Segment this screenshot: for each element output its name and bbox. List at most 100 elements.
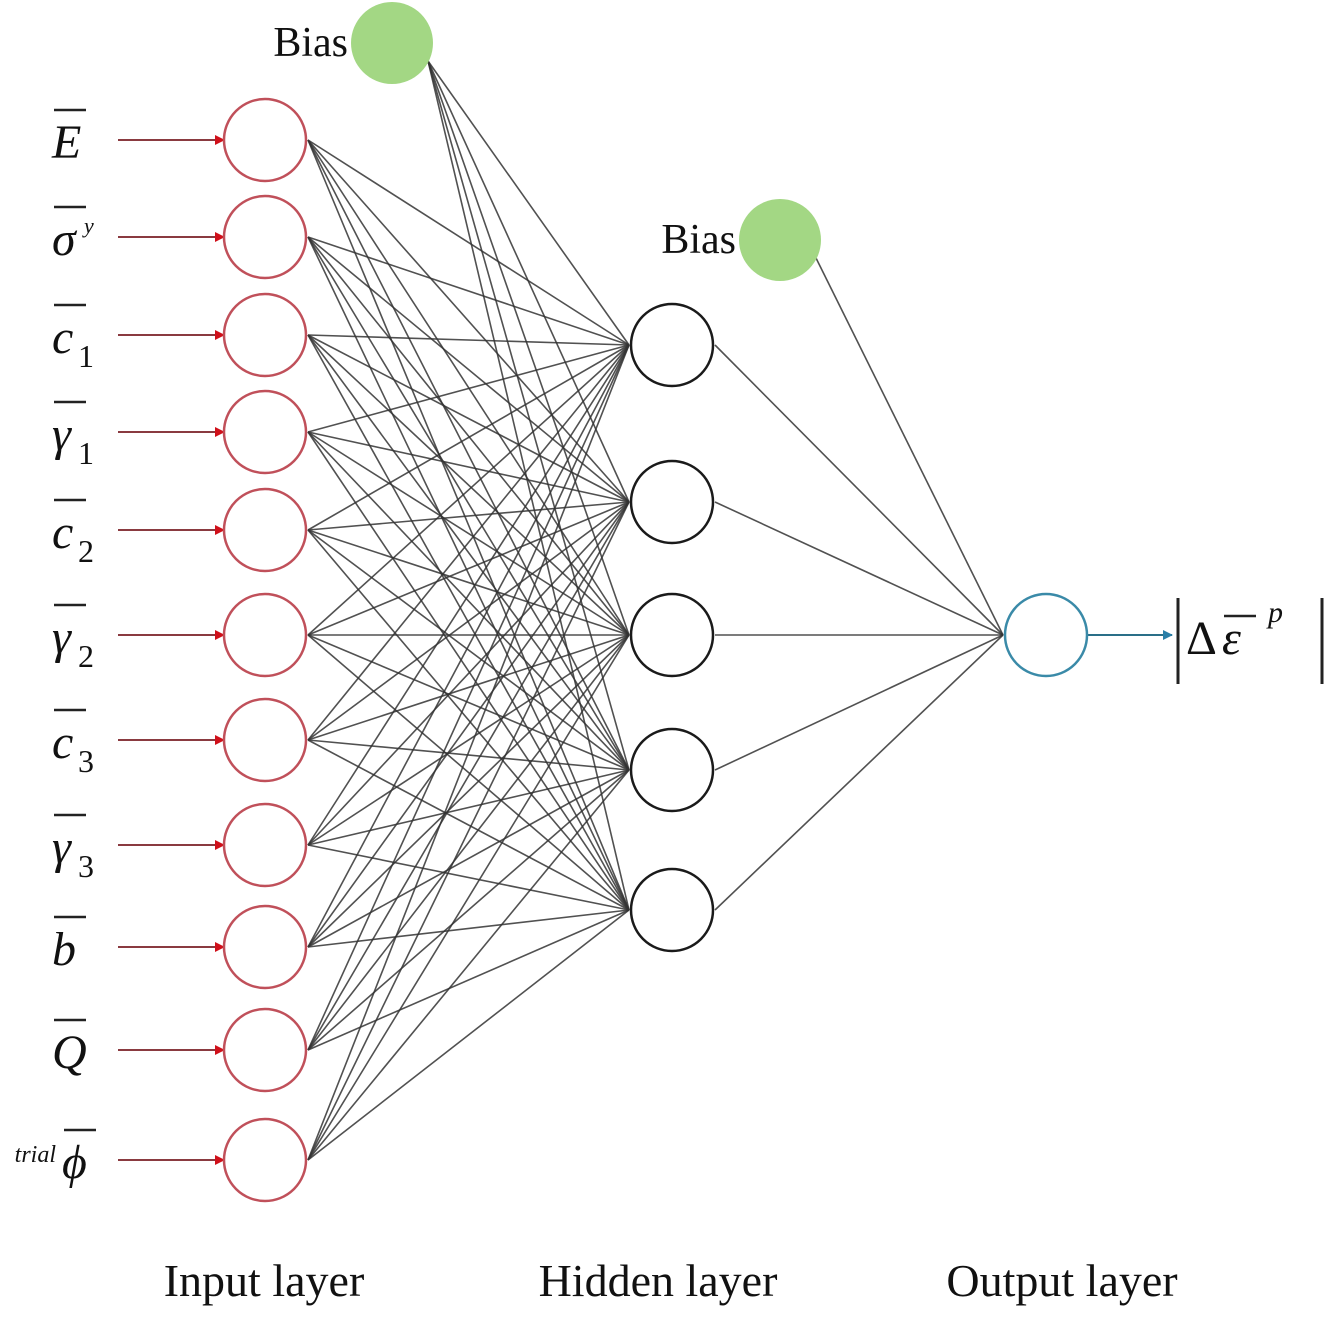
input-symbol: σ <box>52 213 78 266</box>
connection-input-6-hidden-4 <box>307 739 630 911</box>
input-node-gamma1 <box>222 389 308 475</box>
connection-input-3-hidden-0 <box>307 344 630 433</box>
input-label-Q: Q <box>52 1018 87 1079</box>
input-subscript: 1 <box>78 338 94 374</box>
connection-input-2-hidden-2 <box>307 334 630 636</box>
input-node-c1 <box>222 292 308 378</box>
input-node-E <box>222 97 308 183</box>
connection-input-2-hidden-4 <box>307 334 630 911</box>
layer-label-output: Output layer <box>946 1255 1177 1306</box>
input-node-Q <box>222 1007 308 1093</box>
input-subscript: 3 <box>78 848 94 884</box>
connection-bias-hidden-3 <box>427 60 630 771</box>
connection-input-6-hidden-1 <box>307 501 630 741</box>
input-label-b: b <box>52 915 86 976</box>
connection-input-0-hidden-3 <box>307 139 630 771</box>
bias-node-hidden <box>739 199 821 281</box>
connection-input-3-hidden-4 <box>307 431 630 911</box>
layer-label-input: Input layer <box>164 1255 365 1306</box>
connection-bias-hidden-1 <box>427 60 630 503</box>
connection-input-9-hidden-2 <box>307 634 630 1051</box>
input-symbol: c <box>52 716 73 769</box>
hidden-node-1 <box>629 459 715 545</box>
connection-input-1-hidden-4 <box>307 236 630 911</box>
connection-input-9-hidden-0 <box>307 344 630 1051</box>
input-symbol: b <box>52 923 76 976</box>
input-symbol: Q <box>52 1026 87 1079</box>
connection-input-7-hidden-0 <box>307 344 630 846</box>
connection-input-0-hidden-1 <box>307 139 630 503</box>
bias-node-input <box>351 2 433 84</box>
input-node-c2 <box>222 487 308 573</box>
connection-input-10-hidden-2 <box>307 634 630 1161</box>
connection-input-6-hidden-0 <box>307 344 630 741</box>
connection-input-5-hidden-0 <box>307 344 630 636</box>
connection-input-3-hidden-2 <box>307 431 630 636</box>
hidden-node-3 <box>629 727 715 813</box>
connection-input-1-hidden-0 <box>307 236 630 346</box>
connection-input-2-hidden-1 <box>307 334 630 503</box>
connection-input-7-hidden-3 <box>307 769 630 846</box>
connection-input-6-hidden-3 <box>307 739 630 771</box>
input-arrows-group <box>118 135 1173 1165</box>
connection-bias-hidden-2 <box>427 60 630 636</box>
input-symbol: γ <box>52 611 72 664</box>
input-node-sigma_y <box>222 194 308 280</box>
input-node-b <box>222 904 308 990</box>
connection-input-4-hidden-2 <box>307 529 630 636</box>
connection-hidden-3-output <box>714 634 1004 771</box>
hidden-node-4 <box>629 867 715 953</box>
output-delta: Δ <box>1186 612 1217 665</box>
connection-input-0-hidden-4 <box>307 139 630 911</box>
connection-input-8-hidden-4 <box>307 909 630 948</box>
connection-input-4-hidden-1 <box>307 501 630 531</box>
connection-input-5-hidden-3 <box>307 634 630 771</box>
bias-label-input: Bias <box>273 20 348 66</box>
connection-input-0-hidden-0 <box>307 139 630 346</box>
connection-input-0-hidden-2 <box>307 139 630 636</box>
connection-bias-hidden-0 <box>427 60 630 346</box>
connection-input-7-hidden-4 <box>307 844 630 911</box>
input-superscript: y <box>82 213 94 238</box>
connection-input-4-hidden-3 <box>307 529 630 771</box>
connection-input-1-hidden-2 <box>307 236 630 636</box>
connection-input-10-hidden-4 <box>307 909 630 1161</box>
input-subscript: 2 <box>78 533 94 569</box>
connection-hidden-1-output <box>714 501 1004 636</box>
connection-input-7-hidden-2 <box>307 634 630 846</box>
connection-input-8-hidden-1 <box>307 501 630 948</box>
connection-input-9-hidden-4 <box>307 909 630 1051</box>
layer-label-hidden: Hidden layer <box>539 1255 778 1306</box>
input-symbol: ϕ <box>62 1136 87 1189</box>
connection-input-2-hidden-0 <box>307 334 630 346</box>
connection-input-5-hidden-1 <box>307 501 630 636</box>
input-subscript: 3 <box>78 743 94 779</box>
input-subscript: 1 <box>78 435 94 471</box>
connection-input-2-hidden-3 <box>307 334 630 771</box>
input-node-gamma2 <box>222 592 308 678</box>
input-symbol: E <box>51 116 81 169</box>
output-label: Δ ε p <box>1176 596 1324 684</box>
connection-hidden-0-output <box>714 344 1004 636</box>
input-node-gamma3 <box>222 802 308 888</box>
input-node-c3 <box>222 697 308 783</box>
input-symbol: γ <box>52 408 72 461</box>
connection-bias-output <box>815 257 1004 636</box>
input-subscript: 2 <box>78 638 94 674</box>
hidden-node-0 <box>629 302 715 388</box>
connection-input-5-hidden-4 <box>307 634 630 911</box>
nodes-group <box>222 2 1089 1203</box>
connection-hidden-4-output <box>714 634 1004 911</box>
connection-input-3-hidden-3 <box>307 431 630 771</box>
bias-label-hidden: Bias <box>661 217 736 263</box>
hidden-node-2 <box>629 592 715 678</box>
input-prescript: trial <box>15 1142 57 1168</box>
